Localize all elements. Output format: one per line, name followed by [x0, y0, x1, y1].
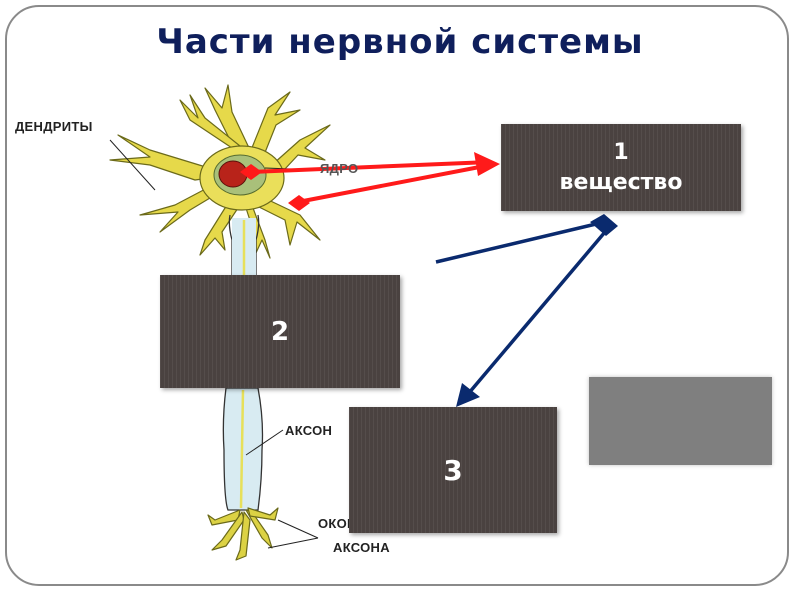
box-3-number: 3: [443, 453, 463, 487]
terminals-pointer-2: [267, 537, 319, 549]
blue-arrowhead-icon: [456, 383, 480, 407]
box-1-number: 1: [613, 139, 629, 165]
slide-title: Части нервной системы: [156, 22, 644, 62]
answer-box-3[interactable]: 3: [349, 407, 557, 533]
red-diamond-icon-1: [240, 164, 262, 180]
axon-graphic: [228, 214, 260, 275]
red-arrows: [240, 152, 500, 211]
label-axon: АКСОН: [285, 423, 333, 438]
label-axon-endings-2: АКСОНА: [333, 540, 390, 555]
answer-box-hidden[interactable]: [589, 377, 772, 465]
box-2-number: 2: [270, 316, 290, 347]
label-nucleus: ЯДРО: [320, 161, 359, 176]
blue-line-upper: [435, 222, 597, 264]
blue-arrow-line: [461, 230, 607, 402]
box-1-text: вещество: [559, 169, 683, 195]
dendrites-pointer: [109, 139, 156, 191]
blue-diamond-icon: [590, 214, 618, 236]
answer-box-1[interactable]: 1 вещество: [501, 124, 741, 211]
red-diamond-icon-2: [288, 195, 310, 211]
red-arrow-line-2: [297, 163, 491, 204]
axon-pointer: [245, 429, 284, 456]
blue-arrows: [435, 214, 618, 407]
axon-terminals-graphic: [207, 507, 279, 561]
axon-core-lower: [239, 389, 245, 509]
answer-box-2[interactable]: 2: [160, 275, 400, 388]
red-arrow-line-1: [249, 160, 491, 174]
terminals-pointer-1: [277, 519, 319, 539]
label-dendrites: ДЕНДРИТЫ: [15, 119, 93, 134]
red-arrowhead-icon: [474, 152, 500, 176]
